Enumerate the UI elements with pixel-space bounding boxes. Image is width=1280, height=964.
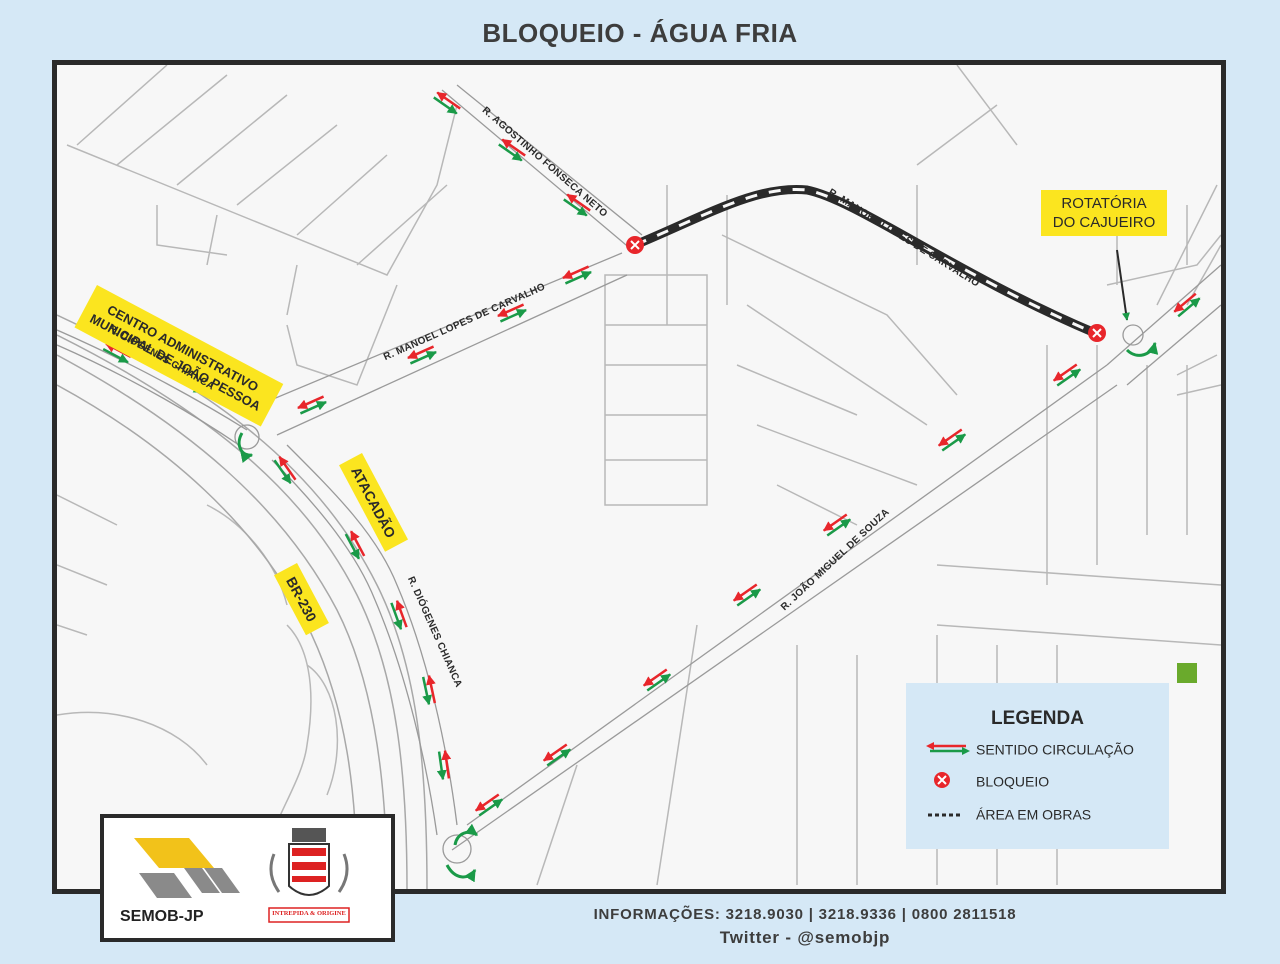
circulation-arrow-pair [407,345,437,365]
double-arrow-icon [926,741,976,758]
green-marker [1177,663,1197,683]
circulation-arrow-pair [436,749,452,781]
map-canvas [57,65,1221,889]
semob-chevron-logo [134,838,240,898]
seal-motto: INTREPIDA & ORIGINE [272,910,346,917]
legend-row-obras: ÁREA EM OBRAS [926,805,1091,822]
uturn-arrow-south-2 [453,823,478,846]
blockade-marker-agostinho [626,236,644,254]
circulation-arrow-pair [498,138,526,162]
circulation-arrow-pair [497,303,527,323]
map-frame: ROTATÓRIA DO CAJUEIRO CENTRO ADMINISTRAT… [52,60,1226,894]
circulation-arrow-pair [390,599,408,631]
circulation-arrows [102,91,1201,817]
circulation-arrow-pair [273,455,297,485]
circulation-arrow-pair [562,265,592,285]
main-roads [57,84,1221,864]
legend-row-sentido: SENTIDO CIRCULAÇÃO [926,740,1134,758]
legend-obras-text: ÁREA EM OBRAS [976,806,1092,823]
blockade-icon [926,771,976,792]
blockade-marker-cajueiro [1088,324,1106,342]
legend-sentido-text: SENTIDO CIRCULAÇÃO [976,741,1134,758]
legend-bloqueio-text: BLOQUEIO [976,773,1050,790]
uturn-arrow-centro [237,432,254,463]
dotted-line-icon [926,806,976,822]
logo-box: SEMOB-JP INTREPIDA & ORIGINE [100,814,395,942]
circulation-arrow-pair [937,428,967,452]
construction-dashes [634,187,1096,335]
legend-row-bloqueio: BLOQUEIO [926,771,1049,792]
circulation-arrow-pair [542,743,572,767]
circulation-arrow-pair [1052,363,1082,387]
circulation-arrow-pair [344,530,366,560]
uturn-arrow-cajueiro [1125,341,1159,357]
circulation-arrow-pair [474,793,504,817]
city-seal-icon [268,828,350,923]
uturn-arrow-south [445,864,477,883]
circulation-arrow-pair [642,668,672,692]
circulation-arrow-pair [732,583,762,607]
circulation-arrow-pair [421,674,437,706]
circulation-arrow-pair [1173,292,1201,318]
semob-logo-text: SEMOB-JP [120,908,204,925]
legend-box: LEGENDA SENTIDO CIRCULAÇÃO BLOQUEIO ÁREA… [906,683,1169,849]
circulation-arrow-pair [433,91,461,115]
legend-title: LEGENDA [991,708,1084,729]
circulation-arrow-pair [297,395,327,415]
circulation-arrow-pair [563,193,591,217]
twitter-handle: Twitter - @semobjp [719,928,891,947]
rotatoria-pointer [1116,249,1130,321]
info-phones: INFORMAÇÕES: 3218.9030 | 3218.9336 | 080… [593,906,1017,923]
map-title: BLOQUEIO - ÁGUA FRIA [482,18,798,48]
rotatoria-label: ROTATÓRIA DO CAJUEIRO [1041,190,1167,236]
circulation-arrow-pair [822,513,852,537]
